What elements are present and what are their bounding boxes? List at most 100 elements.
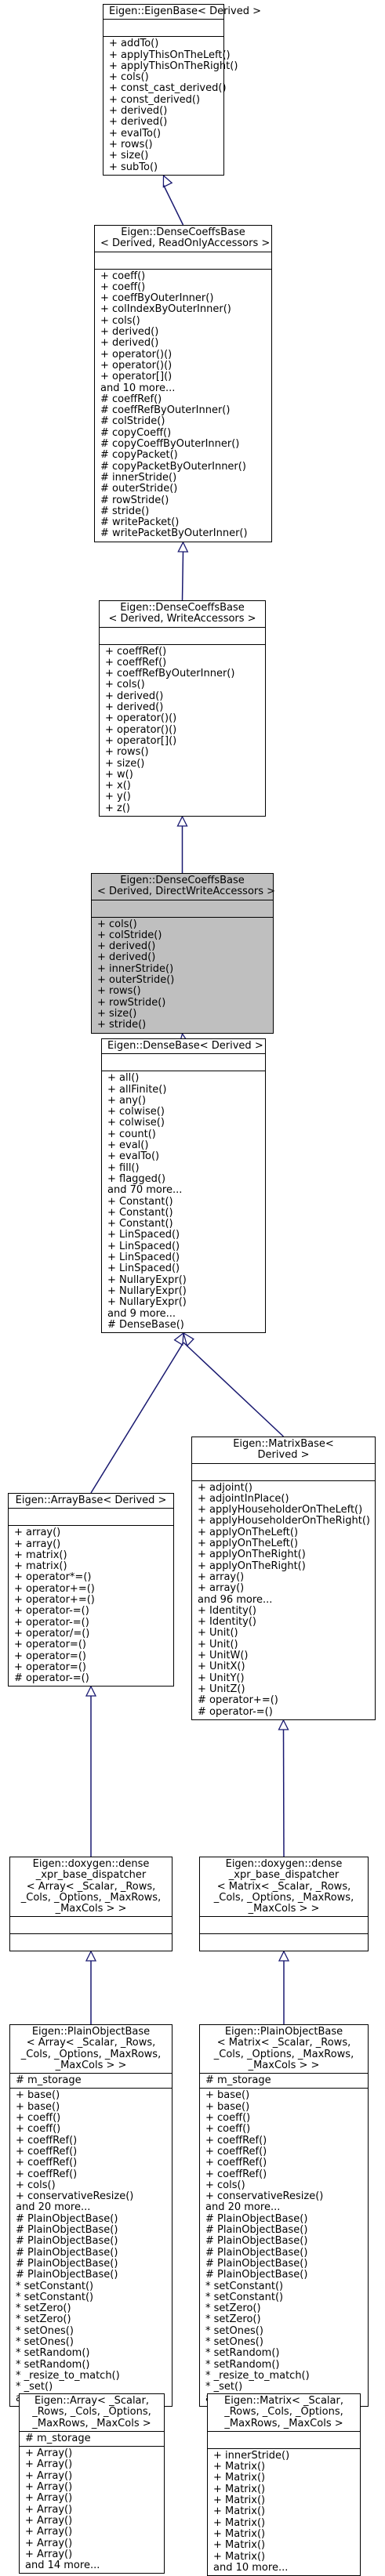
method-item: + rows(): [105, 746, 149, 759]
class-title-line: Derived >: [257, 1449, 310, 1462]
class-methods: + all()+ allFinite()+ any()+ colwise()+ …: [102, 1071, 265, 1332]
method-item: + matrix(): [14, 1549, 67, 1561]
method-item: + operator=(): [14, 1639, 86, 1651]
method-item: # writePacketByOuterInner(): [100, 527, 248, 540]
method-item: + colStride(): [97, 929, 162, 941]
method-item: * setRandom(): [16, 2358, 90, 2371]
class-node-matrixbase[interactable]: Eigen::MatrixBase<Derived >+ adjoint()+ …: [191, 1437, 376, 1720]
method-item: + UnitX(): [198, 1661, 245, 1673]
method-item: + coeffRef(): [16, 2145, 78, 2158]
method-item: + Array(): [25, 2447, 73, 2460]
class-node-dispatcher-array[interactable]: Eigen::doxygen::dense_xpr_base_dispatche…: [9, 1857, 173, 1952]
inheritance-arrowhead: [278, 1719, 289, 1730]
class-attributes: [104, 19, 223, 36]
class-node-plainobjectbase-array[interactable]: Eigen::PlainObjectBase< Array< _Scalar, …: [9, 2024, 173, 2407]
method-item: + NullaryExpr(): [107, 1274, 187, 1286]
method-item: + UnitW(): [198, 1650, 249, 1662]
method-item: and 96 more...: [198, 1593, 273, 1606]
class-node-densecoeffsbase-directwrite[interactable]: Eigen::DenseCoeffsBase< Derived, DirectW…: [91, 873, 275, 1034]
method-item: + applyThisOnTheRight(): [109, 60, 238, 72]
method-item: + colwise(): [107, 1117, 165, 1129]
class-title-line: Eigen::PlainObjectBase: [31, 2026, 151, 2038]
class-title-line: _xpr_base_dispatcher: [35, 1869, 147, 1882]
method-item: + operator()(): [105, 712, 177, 725]
method-item: + const_cast_derived(): [109, 82, 227, 95]
method-item: + Matrix(): [213, 2472, 266, 2484]
method-item: # PlainObjectBase(): [16, 2224, 118, 2237]
class-title: Eigen::MatrixBase<Derived >: [192, 1437, 375, 1463]
method-item: + operator/=(): [14, 1627, 90, 1639]
method-item: * setZero(): [16, 2302, 71, 2315]
method-item: + coeffRef(): [16, 2134, 78, 2147]
method-item: + derived(): [97, 940, 156, 953]
class-title: Eigen::doxygen::dense_xpr_base_dispatche…: [200, 1857, 368, 1916]
class-methods: + array()+ array()+ matrix()+ matrix()+ …: [9, 1525, 173, 1686]
inheritance-edge: [162, 184, 184, 226]
method-item: + cols(): [16, 2179, 56, 2191]
method-item: + rowStride(): [97, 996, 166, 1009]
class-node-array[interactable]: Eigen::Array< _Scalar,_Rows, _Cols, _Opt…: [19, 2393, 165, 2574]
method-item: + operator=(): [14, 1661, 86, 1673]
method-item: + addTo(): [109, 38, 159, 50]
method-item: # copyCoeff(): [100, 426, 172, 439]
method-item: + coeff(): [205, 2123, 251, 2136]
method-item: + Unit(): [198, 1638, 238, 1650]
class-title-line: Eigen::DenseCoeffsBase: [120, 875, 245, 886]
class-node-eigenbase[interactable]: Eigen::EigenBase< Derived >+ addTo()+ ap…: [103, 4, 261, 176]
method-item: and 14 more...: [25, 2560, 100, 2572]
method-item: + Array(): [25, 2481, 73, 2494]
method-item: + NullaryExpr(): [107, 1284, 187, 1297]
class-title-line: _MaxRows, _MaxCols >: [32, 2417, 151, 2429]
class-title-line: Eigen::doxygen::dense: [32, 1858, 150, 1870]
class-methods: + addTo()+ applyThisOnTheLeft()+ applyTh…: [104, 36, 238, 175]
class-title-line: Eigen::Array< _Scalar,: [34, 2395, 150, 2407]
class-title-line: _MaxCols > >: [55, 2059, 127, 2071]
method-item: + cols(): [105, 679, 145, 691]
method-item: + coeffRef(): [205, 2157, 267, 2169]
class-attributes: # m_storage: [20, 2430, 164, 2446]
method-item: + cols(): [205, 2179, 245, 2191]
method-item: and 10 more...: [100, 382, 176, 394]
class-node-arraybase[interactable]: Eigen::ArrayBase< Derived >+ array()+ ar…: [8, 1493, 174, 1687]
method-item: # PlainObjectBase(): [205, 2212, 308, 2225]
method-item: + subTo(): [109, 161, 158, 173]
class-attributes: [10, 1916, 172, 1933]
method-item: + eval(): [107, 1139, 149, 1152]
method-item: # PlainObjectBase(): [205, 2269, 308, 2281]
class-methods: + coeff()+ coeff()+ coeffByOuterInner()+…: [95, 268, 271, 542]
method-item: and 70 more...: [107, 1184, 183, 1197]
method-item: + allFinite(): [107, 1083, 167, 1096]
class-methods: + innerStride()+ Matrix()+ Matrix()+ Mat…: [208, 2447, 360, 2575]
method-item: + colwise(): [107, 1106, 165, 1118]
method-item: + Matrix(): [213, 2550, 266, 2563]
method-item: * setOnes(): [16, 2324, 74, 2337]
class-title-line: Eigen::MatrixBase<: [233, 1438, 334, 1450]
class-title-line: Eigen::ArrayBase< Derived >: [15, 1495, 167, 1506]
class-title-line: Eigen::doxygen::dense: [225, 1858, 343, 1870]
method-item: + LinSpaced(): [107, 1240, 180, 1252]
class-node-densecoeffsbase-readonly[interactable]: Eigen::DenseCoeffsBase< Derived, ReadOnl…: [94, 225, 272, 542]
class-title-line: _xpr_base_dispatcher: [228, 1869, 340, 1882]
method-item: + stride(): [97, 1019, 147, 1031]
class-title-line: < Matrix< _Scalar, _Rows,: [216, 1880, 351, 1893]
method-item: + Identity(): [198, 1604, 256, 1617]
method-item: + Array(): [25, 2492, 73, 2505]
method-item: + applyOnTheRight(): [198, 1560, 306, 1572]
method-item: + conservativeResize(): [16, 2190, 134, 2203]
method-item: + Constant(): [107, 1218, 173, 1230]
class-node-dispatcher-matrix[interactable]: Eigen::doxygen::dense_xpr_base_dispatche…: [199, 1857, 369, 1952]
class-title-line: _MaxCols > >: [248, 1903, 320, 1915]
method-item: and 9 more...: [107, 1307, 176, 1320]
class-node-plainobjectbase-matrix[interactable]: Eigen::PlainObjectBase< Matrix< _Scalar,…: [199, 2024, 369, 2407]
class-attributes: [95, 251, 271, 269]
class-node-densebase[interactable]: Eigen::DenseBase< Derived >+ all()+ allF…: [101, 1038, 266, 1334]
class-attributes: [102, 1053, 265, 1071]
class-node-densecoeffsbase-write[interactable]: Eigen::DenseCoeffsBase< Derived, WriteAc…: [99, 600, 266, 817]
method-item: * _set(): [205, 2381, 243, 2393]
class-node-matrix[interactable]: Eigen::Matrix< _Scalar,_Rows, _Cols, _Op…: [207, 2393, 361, 2576]
method-item: * setRandom(): [16, 2347, 90, 2360]
class-title-line: _Rows, _Cols, _Options,: [224, 2406, 343, 2418]
method-item: + Array(): [25, 2458, 73, 2471]
method-item: + derived(): [105, 701, 164, 714]
class-title: Eigen::ArrayBase< Derived >: [9, 1494, 173, 1508]
